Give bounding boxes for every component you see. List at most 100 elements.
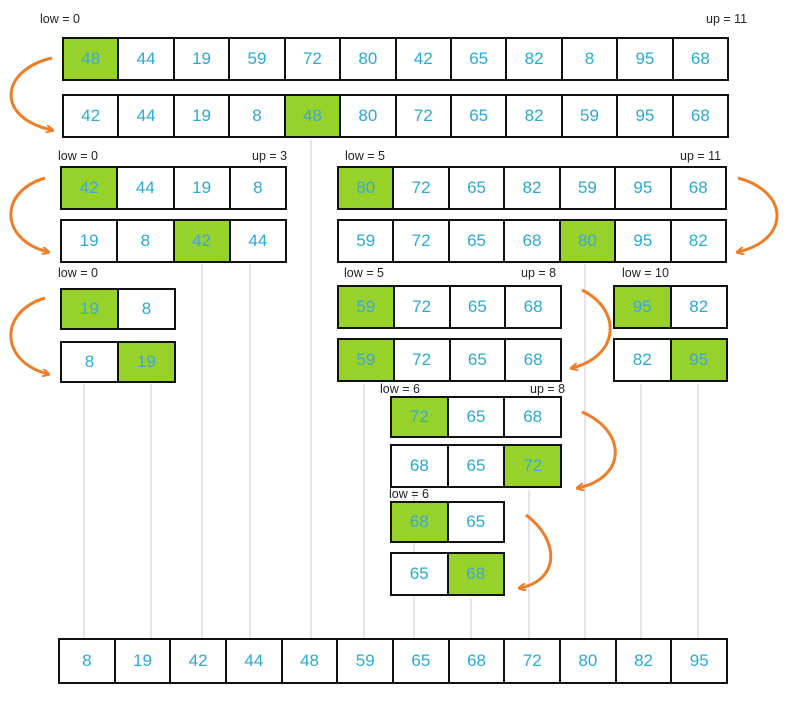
- array-cell: 59: [561, 168, 617, 208]
- array-cell: 68: [688, 178, 708, 197]
- array-cell: 72: [505, 640, 562, 682]
- array-cell: 72: [397, 96, 452, 136]
- array-cell: 65: [394, 640, 450, 682]
- low-label-sub-middle: low = 5: [344, 266, 384, 280]
- array-cell: 82: [688, 231, 708, 250]
- array-row-pair-right-before: 95 82: [613, 285, 728, 329]
- array-cell: 19: [62, 221, 119, 261]
- low-label-sub-left: low = 0: [58, 266, 98, 280]
- arrow-last-pair: [520, 513, 553, 588]
- low-label-level-0: low = 0: [40, 12, 80, 26]
- array-cell: 82: [689, 297, 709, 316]
- pivot-cell: 95: [671, 340, 726, 380]
- array-cell: 80: [341, 96, 397, 136]
- array-cell: 8: [62, 343, 119, 381]
- array-cell: 68: [523, 350, 543, 369]
- array-cell: 65: [449, 446, 506, 486]
- array-cell: 8: [118, 221, 175, 261]
- array-cell: 80: [561, 640, 617, 682]
- array-cell: 65: [450, 221, 506, 261]
- pivot-cell: 68: [392, 503, 449, 541]
- arrow-left-part: [9, 176, 48, 252]
- array-cell: 68: [505, 221, 561, 261]
- array-cell: 65: [452, 39, 508, 79]
- up-label-right-part: up = 11: [680, 149, 722, 163]
- array-cell: 68: [523, 297, 543, 316]
- up-label-sub-middle: up = 8: [521, 266, 557, 280]
- up-label-level-4: up = 8: [530, 382, 566, 396]
- arrow-pair-left: [9, 296, 48, 374]
- pivot-cell: 42: [62, 168, 119, 208]
- array-row-last-pair-before: 68 65: [390, 501, 505, 543]
- array-cell: 82: [505, 168, 561, 208]
- array-cell: 19: [175, 39, 231, 79]
- array-cell: 65: [392, 554, 449, 594]
- array-cell: 42: [64, 96, 120, 136]
- arrow-step-1: [9, 56, 52, 130]
- array-cell: 59: [339, 221, 395, 261]
- array-cell: 42: [397, 39, 452, 79]
- array-cell: 80: [341, 39, 397, 79]
- pivot-cell: 80: [560, 221, 617, 261]
- low-label-right-part: low = 5: [345, 149, 385, 163]
- array-cell: 8: [230, 96, 286, 136]
- up-label-level-0: up = 11: [706, 12, 748, 26]
- pivot-cell: 19: [62, 290, 119, 328]
- array-cell: 42: [171, 640, 228, 682]
- array-cell: 8: [563, 39, 619, 79]
- array-cell: 72: [395, 340, 451, 380]
- array-cell: 68: [690, 49, 710, 68]
- array-cell: 65: [451, 340, 507, 380]
- pivot-cell: 42: [174, 221, 231, 261]
- pivot-cell: 80: [339, 168, 395, 208]
- up-label-left-part: up = 3: [252, 149, 288, 163]
- array-cell: 82: [507, 39, 563, 79]
- array-cell: 95: [689, 651, 709, 670]
- array-cell: 8: [60, 640, 116, 682]
- array-cell: 8: [253, 178, 263, 197]
- array-cell: 72: [395, 287, 451, 327]
- array-cell: 68: [450, 640, 506, 682]
- pivot-cell: 68: [448, 554, 503, 594]
- array-cell: 82: [615, 340, 672, 380]
- arrow-right-part: [738, 176, 779, 252]
- array-cell: 44: [119, 96, 175, 136]
- array-cell: 19: [175, 168, 231, 208]
- array-cell: 95: [616, 168, 672, 208]
- array-cell: 72: [286, 39, 342, 79]
- array-cell: 65: [451, 287, 507, 327]
- array-cell: 72: [394, 168, 450, 208]
- array-cell: 95: [618, 39, 674, 79]
- array-cell: 59: [563, 96, 619, 136]
- array-cell: 72: [394, 221, 450, 261]
- array-cell: 44: [118, 168, 175, 208]
- low-label-level-4: low = 6: [380, 382, 420, 396]
- array-cell: 82: [507, 96, 563, 136]
- array-cell: 65: [452, 96, 508, 136]
- array-cell: 65: [466, 512, 486, 531]
- array-cell: 65: [450, 168, 506, 208]
- array-cell: 59: [230, 39, 286, 79]
- array-cell: 95: [618, 96, 674, 136]
- array-cell: 59: [338, 640, 395, 682]
- pivot-cell: 48: [64, 39, 120, 79]
- pivot-cell: 59: [339, 340, 395, 380]
- array-cell: 68: [523, 407, 543, 426]
- low-label-sub-right: low = 10: [622, 266, 669, 280]
- pivot-cell: 95: [615, 287, 672, 327]
